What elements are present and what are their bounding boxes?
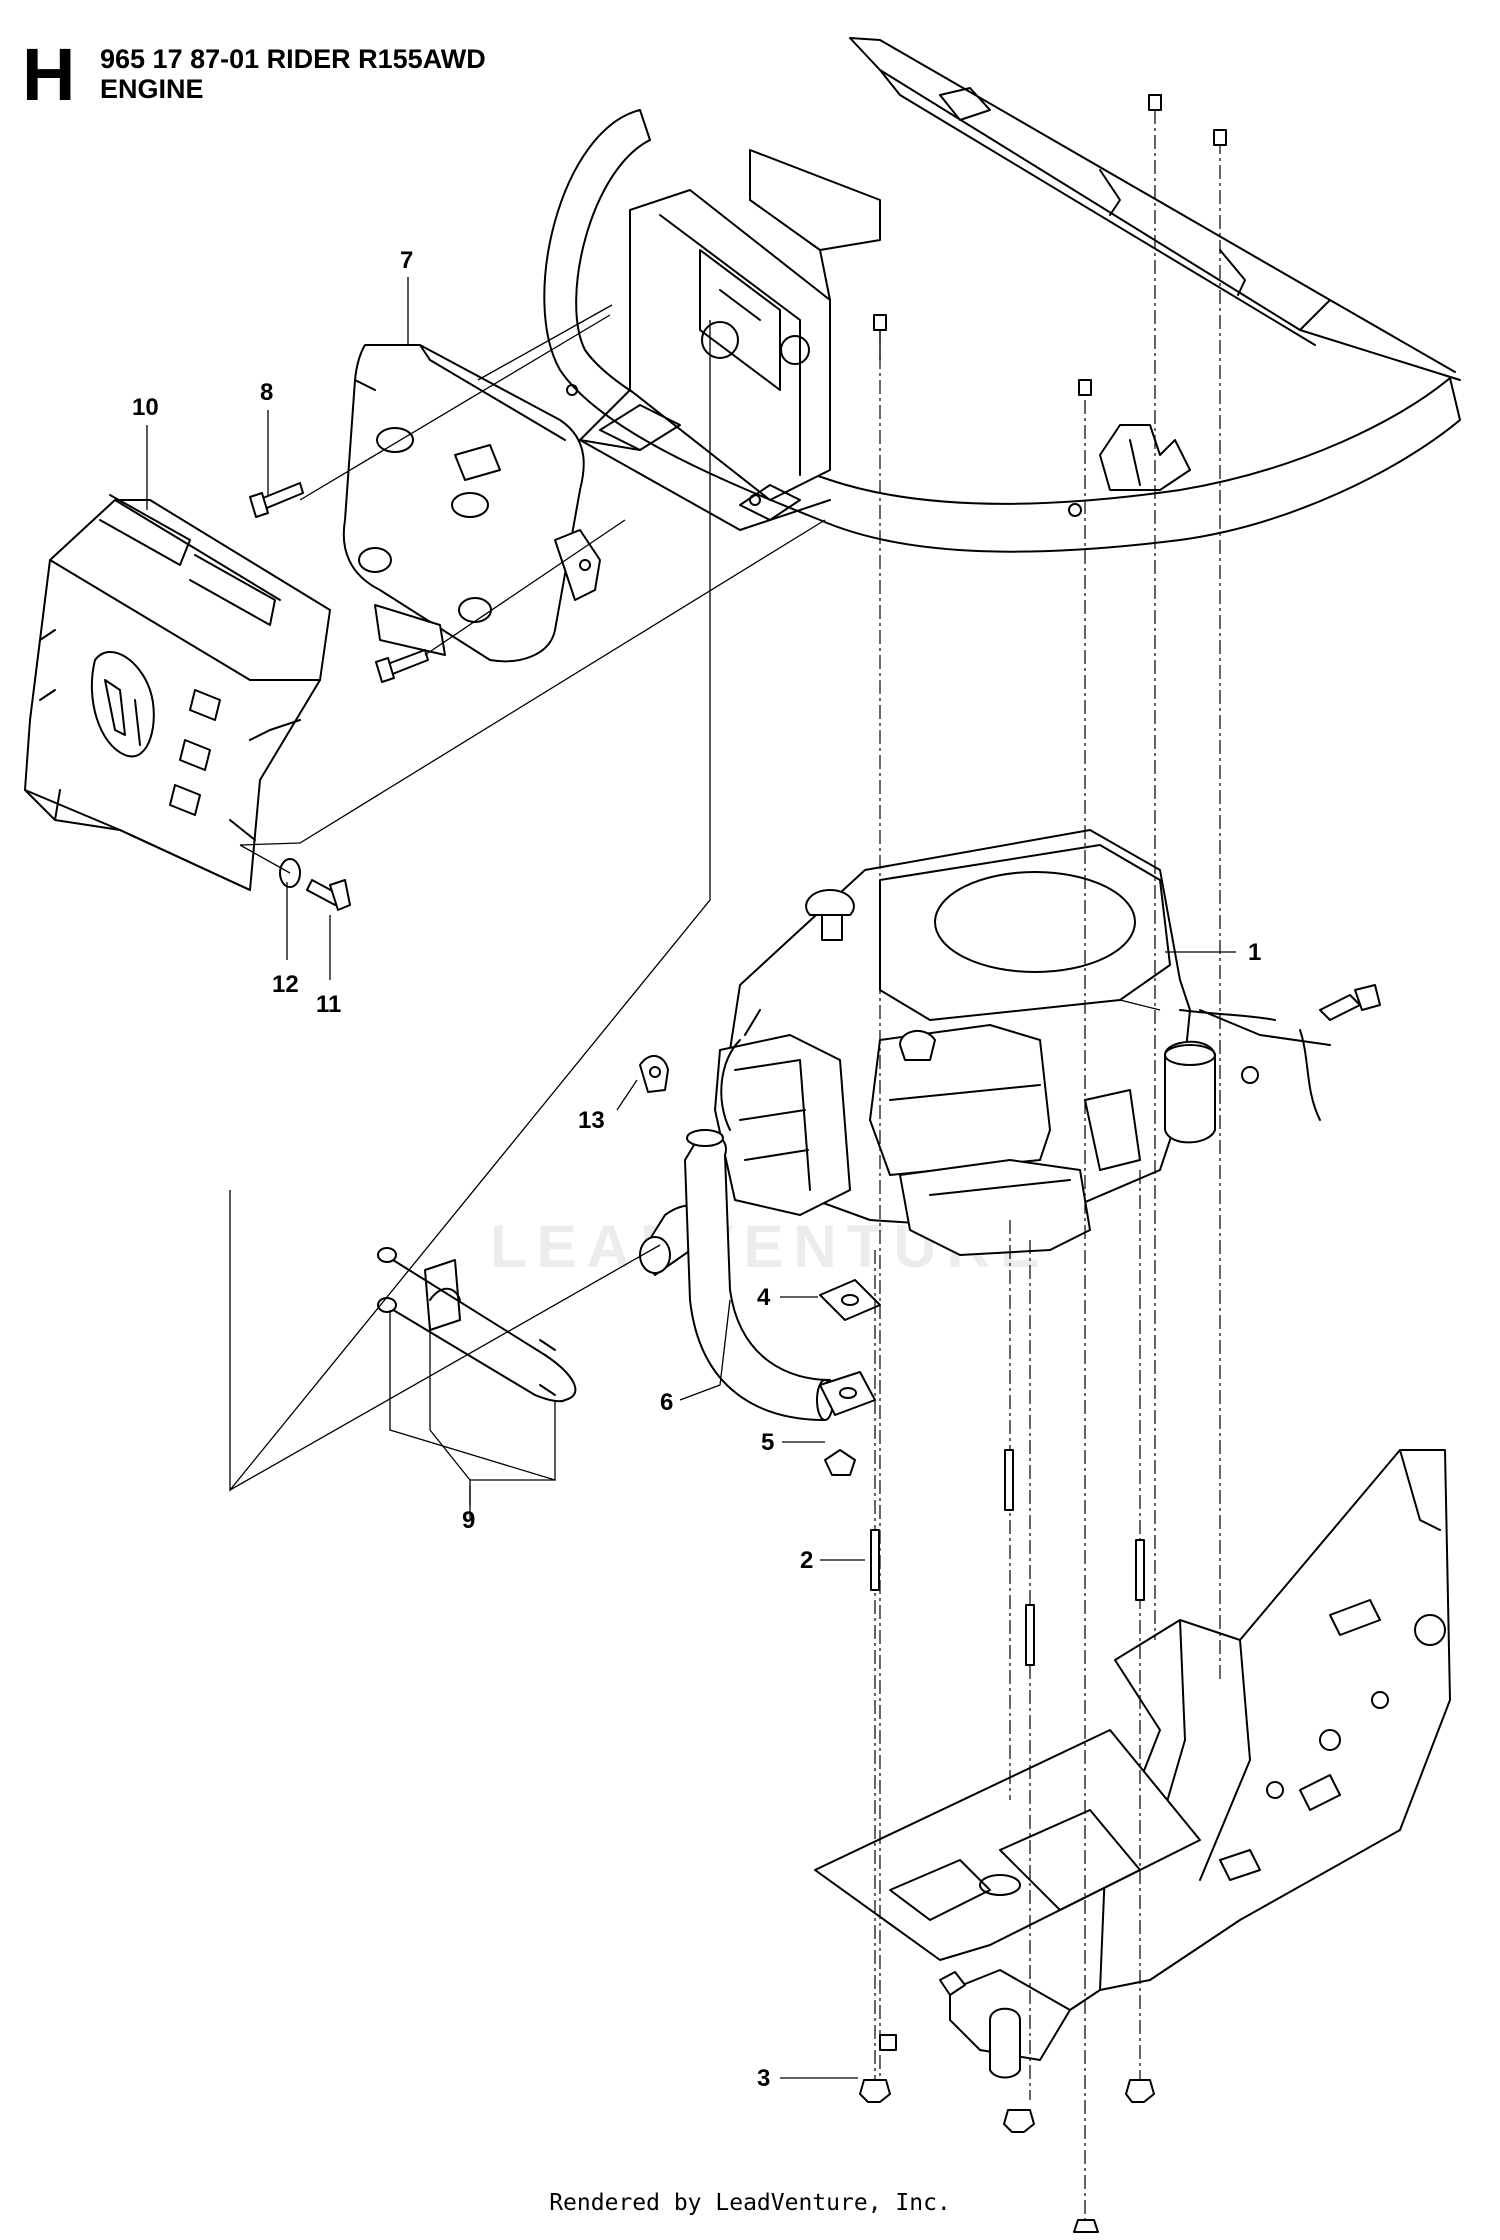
callout-11: 11 — [316, 991, 341, 1018]
callout-7: 7 — [400, 247, 413, 274]
section-letter: H — [22, 33, 76, 116]
wire-clip — [639, 1055, 669, 1093]
pipe-clamp — [377, 1247, 577, 1403]
diagram-title: 965 17 87-01 RIDER R155AWD — [100, 44, 486, 74]
callout-8: 8 — [260, 379, 273, 406]
callout-10: 10 — [132, 394, 159, 421]
chassis-frame — [814, 1449, 1451, 2079]
diagram-subtitle: ENGINE — [100, 74, 204, 104]
callout-3: 3 — [757, 2065, 770, 2092]
muffler-cover — [24, 494, 331, 891]
callout-13: 13 — [578, 1107, 605, 1134]
callout-labels: 1 2 3 4 5 6 7 8 9 10 11 12 13 — [132, 247, 1261, 2092]
callout-9: 9 — [462, 1507, 475, 1534]
callout-6: 6 — [660, 1389, 673, 1416]
footer-credit: Rendered by LeadVenture, Inc. — [549, 2190, 951, 2216]
mount-hardware — [859, 94, 1227, 2233]
callout-1: 1 — [1248, 939, 1261, 966]
callout-12: 12 — [272, 971, 299, 998]
callout-4: 4 — [757, 1284, 771, 1311]
muffler-mount-bracket — [566, 149, 881, 531]
engine — [714, 829, 1381, 1256]
muffler — [342, 344, 601, 663]
callout-5: 5 — [761, 1429, 774, 1456]
title-block: 965 17 87-01 RIDER R155AWD ENGINE — [100, 44, 486, 104]
cover-bolts — [239, 482, 429, 911]
callout-2: 2 — [800, 1547, 813, 1574]
assembly-lines — [229, 304, 1161, 1520]
callout-leaders — [146, 277, 1236, 2079]
